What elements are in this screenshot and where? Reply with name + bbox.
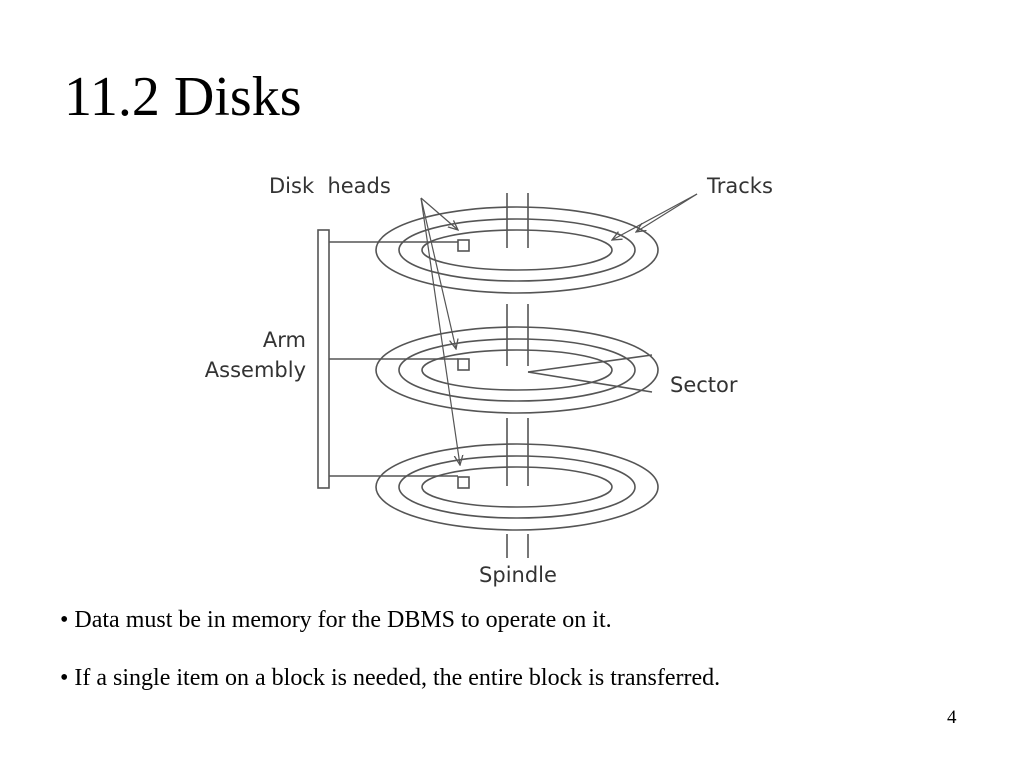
spindle-shaft [506,193,529,558]
bullet-item: • If a single item on a block is needed,… [60,665,721,691]
arm-assembly [317,229,458,489]
platter-top [375,206,659,294]
arm-label: Arm [263,328,306,352]
tracks-label: Tracks [706,174,773,198]
tracks-arrows [612,193,698,240]
sector-label: Sector [670,373,738,397]
assembly-label: Assembly [205,358,306,382]
bullet-item: • Data must be in memory for the DBMS to… [60,607,612,633]
disk-heads [457,239,470,489]
disk-heads-label: Disk heads [269,174,391,198]
page-number: 4 [947,707,957,728]
platter-bottom [375,443,659,531]
spindle-label: Spindle [479,563,557,587]
platter-middle [375,326,659,414]
disk-heads-arrows [420,197,460,465]
sector-wedge [527,354,653,393]
slide-title: 11.2 Disks [64,66,302,128]
